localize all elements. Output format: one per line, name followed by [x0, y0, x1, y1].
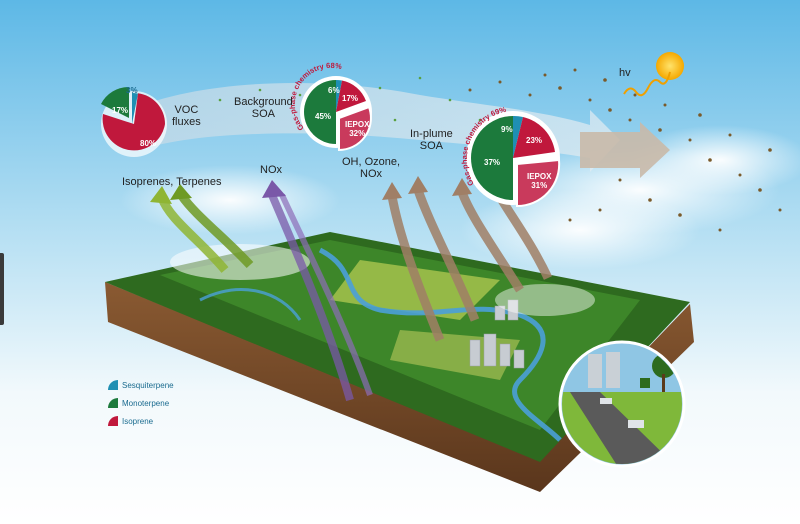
- traffic-inset: [558, 340, 686, 468]
- outflow-arrow: [580, 122, 670, 178]
- hv-label: hv: [619, 67, 631, 79]
- pie-inplume-soa: [466, 111, 561, 208]
- oh-ozone-nox-label: OH, Ozone, NOx: [342, 156, 401, 180]
- voc-isoprene-pct: 80%: [140, 139, 157, 148]
- background-soa-label: Background SOA: [234, 96, 293, 120]
- pie-voc-fluxes: [101, 86, 167, 157]
- monoterpene-swatch-icon: [108, 398, 118, 408]
- sesquiterpene-swatch-icon: [108, 380, 118, 390]
- legend-label: Sesquiterpene: [122, 380, 174, 390]
- aerosol-particles: [468, 68, 782, 232]
- legend-label: Monoterpene: [122, 398, 170, 408]
- voc-sesquiterpene-pct: 3%: [126, 86, 138, 95]
- sun-icon: [656, 52, 684, 80]
- plume-iepox-pct: IEPOX 31%: [527, 172, 552, 190]
- nox-label: NOx: [260, 164, 282, 176]
- voc-monoterpene-pct: 17%: [112, 106, 129, 115]
- legend-label: Isoprene: [122, 416, 154, 426]
- isoprene-swatch-icon: [108, 416, 118, 426]
- isoprene-arrows: [150, 184, 254, 273]
- bg-monoterpene-pct: 45%: [315, 112, 332, 121]
- plume-isoprene-pct: 23%: [526, 136, 543, 145]
- pie-background-soa: [300, 76, 372, 152]
- window-edge-handle[interactable]: [0, 253, 4, 325]
- hv-wave-icon: [623, 71, 671, 97]
- legend: Sesquiterpene Monoterpene Isoprene: [108, 376, 174, 430]
- bg-iepox-pct: IEPOX 32%: [345, 120, 370, 138]
- flow-band: [130, 83, 620, 172]
- legend-item-isoprene: Isoprene: [108, 412, 174, 430]
- clouds: [120, 125, 800, 270]
- bg-sesquiterpene-pct: 6%: [328, 86, 340, 95]
- legend-item-monoterpene: Monoterpene: [108, 394, 174, 412]
- nox-arrows: [262, 180, 373, 402]
- bg-isoprene-pct: 17%: [342, 94, 359, 103]
- voc-fluxes-label: VOC fluxes: [172, 104, 201, 128]
- plume-monoterpene-pct: 37%: [484, 158, 501, 167]
- isoprenes-terpenes-label: Isoprenes, Terpenes: [122, 176, 222, 188]
- plume-sesquiterpene-pct: 9%: [501, 125, 513, 134]
- legend-item-sesquiterpene: Sesquiterpene: [108, 376, 174, 394]
- inplume-soa-label: In-plume SOA: [410, 128, 453, 152]
